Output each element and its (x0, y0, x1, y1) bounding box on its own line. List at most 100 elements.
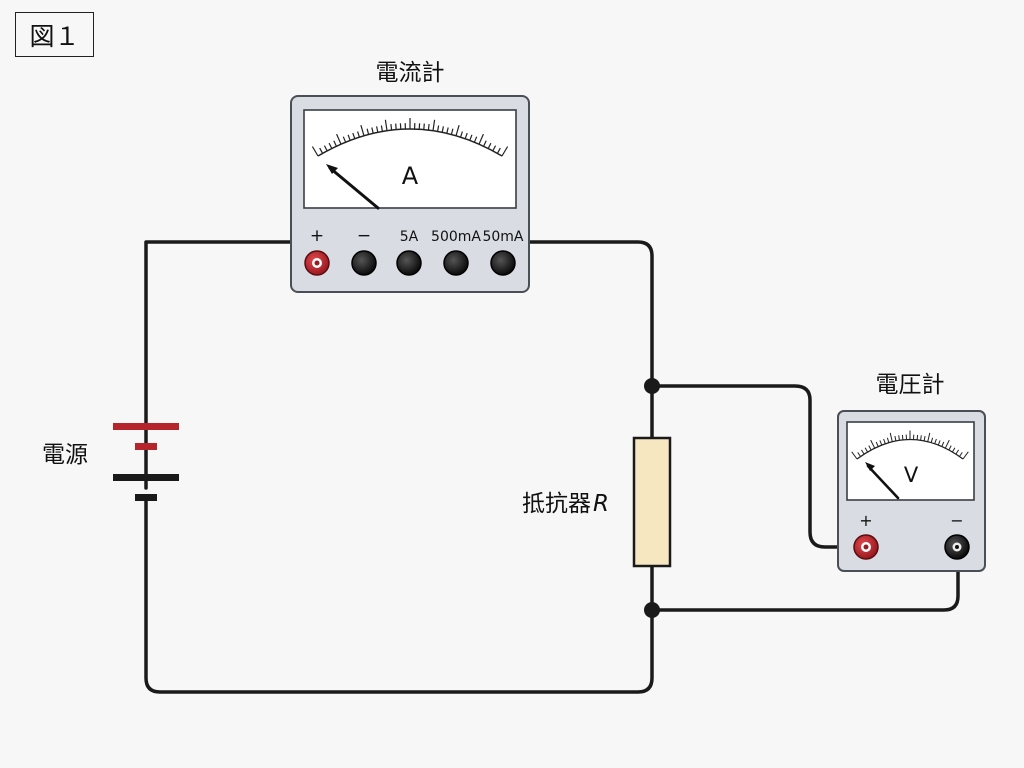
scale-tick (437, 125, 440, 132)
ammeter-scale-ticks (311, 118, 509, 157)
ammeter-symbol: A (402, 162, 419, 190)
junction-dot-bottom (644, 602, 660, 618)
scale-tick (342, 136, 347, 143)
scale-tick (886, 437, 890, 443)
scale-tick (920, 435, 922, 441)
voltmeter-terminal-plus (853, 534, 879, 560)
ammeter-terminal-5a (396, 250, 422, 276)
scale-tick (366, 128, 370, 135)
ammeter-terminal-minus (351, 250, 377, 276)
ammeter-scale-arc (317, 128, 503, 157)
scale-tick (333, 140, 337, 147)
wires (144, 240, 960, 694)
power-source-label: 電源 (42, 442, 88, 468)
wire-bottom-loop (144, 496, 654, 694)
ammeter-terminal-label-50ma: 50mA (482, 229, 523, 245)
scale-tick (473, 136, 478, 143)
junction-dot-top (644, 378, 660, 394)
scale-tick (460, 131, 463, 138)
battery-positive-short-plate (135, 443, 157, 450)
scale-tick (357, 131, 360, 138)
scale-tick (944, 439, 950, 449)
scale-tick (894, 435, 897, 441)
scale-tick (860, 449, 865, 455)
scale-tick (455, 125, 460, 136)
voltmeter-title: 電圧計 (876, 372, 945, 398)
ammeter-needle-tip (326, 164, 338, 174)
scale-tick (923, 435, 926, 441)
ammeter-terminal-label-5a: 5A (400, 229, 419, 245)
wire-to-voltmeter-plus (650, 384, 858, 549)
scale-tick (889, 432, 893, 442)
resistor-label: 抵抗器R (522, 491, 609, 517)
ammeter-needle (328, 166, 380, 210)
scale-tick (328, 142, 333, 149)
scale-tick (951, 447, 956, 453)
scale-tick (450, 128, 454, 135)
scale-tick (384, 119, 388, 131)
voltmeter-symbol: V (904, 463, 919, 487)
resistor-label-text: 抵抗器 (522, 491, 591, 517)
scale-tick (883, 438, 886, 444)
scale-tick (469, 134, 473, 141)
ammeter-terminal-500ma (443, 250, 469, 276)
scale-tick (870, 439, 876, 449)
scale-tick (879, 440, 883, 446)
scale-tick (941, 441, 945, 447)
ammeter-terminal-label-plus: + (310, 226, 324, 246)
scale-tick (851, 451, 858, 460)
scale-tick (483, 140, 487, 147)
scale-tick (432, 119, 436, 131)
scale-tick (962, 451, 969, 460)
wire-left-top (144, 240, 302, 490)
scale-tick (948, 445, 952, 451)
scale-tick (934, 438, 937, 444)
scale-tick (319, 147, 324, 154)
scale-tick (492, 145, 497, 152)
scale-tick (478, 133, 484, 145)
scale-tick (395, 123, 397, 130)
battery-negative-short-plate (135, 494, 157, 501)
voltmeter-terminal-label-plus: + (859, 511, 872, 530)
scale-tick (927, 432, 931, 442)
scale-tick (937, 440, 941, 446)
ammeter-terminal-50ma (490, 250, 516, 276)
scale-tick (371, 127, 374, 134)
scale-tick (875, 441, 879, 447)
scale-tick (360, 125, 365, 136)
resistor-symbol: R (593, 491, 609, 517)
voltmeter-terminal-minus (944, 534, 970, 560)
battery-symbol (113, 423, 179, 501)
scale-tick (868, 445, 872, 451)
voltmeter: V + − (837, 410, 986, 572)
battery-positive-long-plate (113, 423, 179, 430)
scale-tick (857, 452, 861, 457)
scale-tick (916, 434, 919, 440)
scale-tick (901, 434, 904, 440)
scale-tick (311, 146, 319, 157)
ammeter-terminal-label-500ma: 500mA (431, 229, 481, 245)
voltmeter-terminal-label-minus: − (950, 511, 963, 530)
scale-tick (446, 127, 449, 134)
ammeter-title: 電流計 (376, 60, 445, 86)
scale-tick (501, 146, 509, 157)
scale-tick (347, 134, 351, 141)
wire-ammeter-right (518, 240, 654, 440)
scale-tick (336, 133, 342, 145)
ammeter-terminal-label-minus: − (357, 226, 371, 246)
scale-tick (955, 449, 960, 455)
scale-tick (496, 147, 501, 154)
scale-tick (441, 126, 444, 133)
ammeter: A + − 5A 500mA 50mA (290, 95, 530, 293)
voltmeter-scale-ticks (851, 430, 969, 460)
scale-tick (898, 435, 900, 441)
scale-tick (352, 132, 356, 139)
scale-tick (390, 124, 393, 131)
scale-tick (864, 447, 869, 453)
wire-from-voltmeter-minus (650, 546, 960, 612)
voltmeter-needle (866, 464, 900, 500)
scale-tick (464, 132, 468, 139)
resistor-body (632, 436, 672, 568)
figure-label: 図１ (15, 12, 94, 57)
